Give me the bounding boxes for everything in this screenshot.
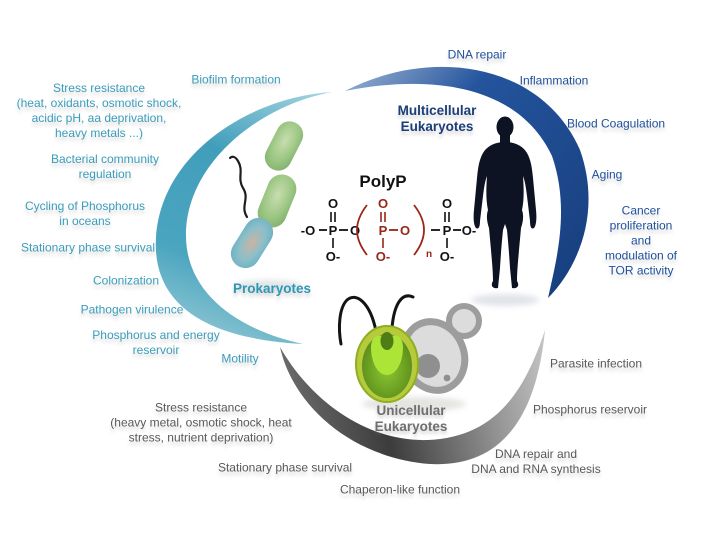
label-chaperon-like-function: Chaperon-like function [339, 482, 461, 497]
svg-text:O: O [350, 223, 360, 238]
label-dna-repair: DNA repair [447, 47, 507, 62]
label-colonization: Colonization [92, 273, 160, 288]
label-stress-resistance-prokaryotes: Stress resistance (heat, oxidants, osmot… [16, 81, 182, 140]
svg-text:O: O [378, 196, 388, 211]
label-motility: Motility [221, 351, 259, 366]
prokaryotes-arc [155, 92, 333, 344]
svg-text:P: P [379, 223, 388, 238]
label-inflammation: Inflammation [519, 73, 589, 88]
label-cancer-proliferation: Cancer proliferation and modulation of T… [604, 203, 678, 278]
svg-text:O-: O- [462, 223, 476, 238]
label-cycling-of-phosphorus: Cycling of Phosphorus in oceans [24, 199, 146, 228]
algae-flagellum-right [390, 294, 415, 330]
flagellum [228, 155, 249, 219]
polyp-chemical-structure: PolyP -O P O O O- P O O [301, 172, 476, 264]
svg-text:O-: O- [376, 249, 390, 264]
label-bacterial-community-regulation: Bacterial community regulation [50, 152, 160, 181]
svg-text:-O: -O [301, 223, 315, 238]
algae-cell-illustration [337, 294, 419, 403]
svg-text:O: O [328, 196, 338, 211]
heading-prokaryotes: Prokaryotes [232, 281, 312, 296]
heading-multicellular-eukaryotes: Multicellular Eukaryotes [397, 103, 477, 134]
multicellular-eukaryotes-arc [345, 66, 589, 298]
label-stress-resistance-unicellular: Stress resistance (heavy metal, osmotic … [110, 400, 292, 445]
label-blood-coagulation: Blood Coagulation [566, 116, 666, 131]
svg-text:P: P [443, 223, 452, 238]
label-pathogen-virulence: Pathogen virulence [80, 302, 184, 317]
svg-text:O: O [442, 196, 452, 211]
human-silhouette [473, 116, 537, 289]
label-aging: Aging [591, 167, 623, 182]
label-stationary-phase-prokaryotes: Stationary phase survival [20, 240, 156, 255]
heading-unicellular-eukaryotes: Unicellular Eukaryotes [374, 403, 448, 434]
label-parasite-infection: Parasite infection [549, 356, 643, 371]
svg-text:O: O [400, 223, 410, 238]
polyp-title: PolyP [359, 172, 406, 191]
svg-text:P: P [329, 223, 338, 238]
svg-text:O-: O- [440, 249, 454, 264]
label-phosphorus-energy-reservoir: Phosphorus and energy reservoir [92, 328, 220, 357]
algae-flagellum-left [337, 295, 378, 346]
unicellular-eukaryotes-arc [280, 330, 545, 465]
label-stationary-phase-unicellular: Stationary phase survival [217, 460, 353, 475]
svg-text:O-: O- [326, 249, 340, 264]
label-biofilm-formation: Biofilm formation [191, 72, 281, 87]
label-dna-repair-synthesis: DNA repair and DNA and RNA synthesis [471, 447, 601, 476]
label-phosphorus-reservoir: Phosphorus reservoir [532, 402, 648, 417]
svg-text:n: n [426, 249, 432, 260]
bacteria-illustration [228, 121, 304, 269]
